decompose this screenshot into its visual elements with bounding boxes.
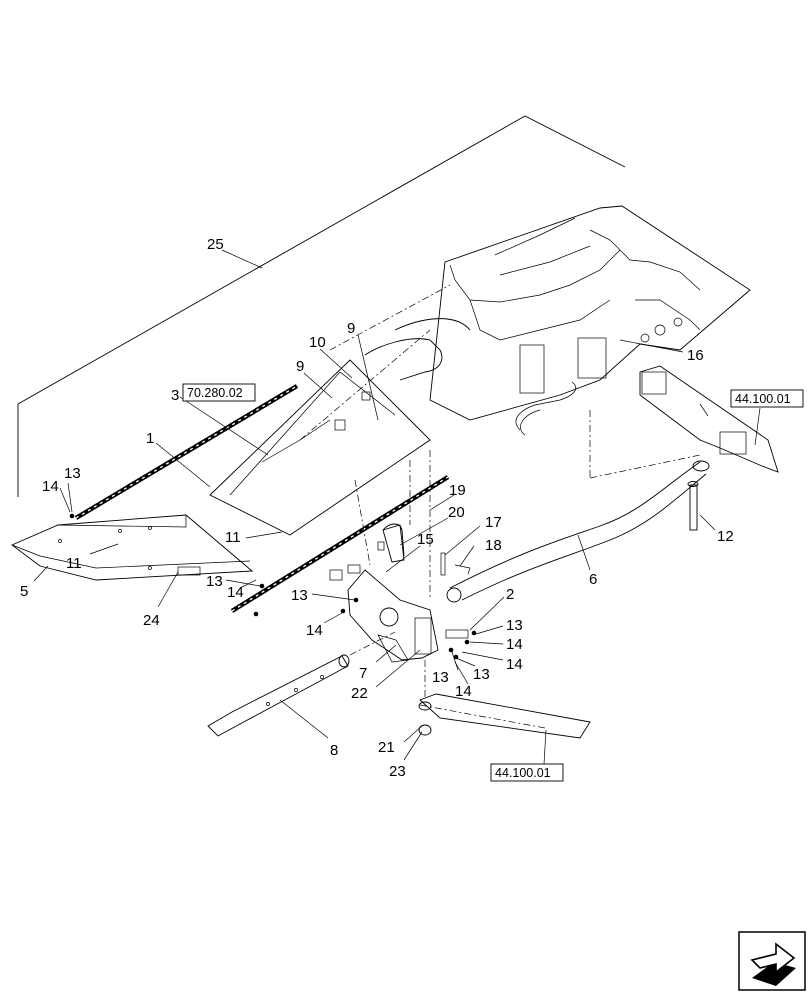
callout-13-left: 13 xyxy=(64,465,81,482)
callout-6: 6 xyxy=(589,571,597,588)
callout-20: 20 xyxy=(448,504,465,521)
svg-text:70.280.02: 70.280.02 xyxy=(187,386,243,400)
callout-1: 1 xyxy=(146,430,154,447)
callout-13-bracket: 13 xyxy=(291,587,308,604)
callout-10: 10 xyxy=(309,334,326,351)
svg-text:44.100.01: 44.100.01 xyxy=(495,766,551,780)
callout-8: 8 xyxy=(330,742,338,759)
callout-16: 16 xyxy=(687,347,704,364)
leader-lines xyxy=(33,334,761,765)
callout-23: 23 xyxy=(389,763,406,780)
callout-14-lower: 14 xyxy=(455,683,472,700)
jack-tube xyxy=(207,631,396,737)
callout-5: 5 xyxy=(20,583,28,600)
pin-12 xyxy=(687,481,699,531)
callout-22: 22 xyxy=(351,685,368,702)
callout-21: 21 xyxy=(378,739,395,756)
callout-labels: 25 3 1 10 9 9 13 14 11 11 5 13 14 24 13 … xyxy=(20,236,734,780)
jack-bracket xyxy=(329,524,469,663)
hardware xyxy=(354,450,471,600)
callout-19: 19 xyxy=(449,482,466,499)
callout-14-right-a: 14 xyxy=(506,636,523,653)
hitch-tube xyxy=(446,410,710,603)
tongue-extension-bottom xyxy=(418,660,591,739)
callout-18: 18 xyxy=(485,537,502,554)
callout-12: 12 xyxy=(717,528,734,545)
callout-14-bracket: 14 xyxy=(306,622,323,639)
callout-13-lower-a: 13 xyxy=(432,669,449,686)
callout-11-right: 11 xyxy=(225,529,241,546)
callout-24: 24 xyxy=(143,612,160,629)
main-frame xyxy=(429,205,751,436)
assembly-bracket-25 xyxy=(17,115,626,497)
slat-bars xyxy=(74,384,450,613)
callout-13-lower-b: 13 xyxy=(473,666,490,683)
reference-44-100-01-bottom[interactable]: 44.100.01 xyxy=(490,763,564,782)
shield-frame xyxy=(209,284,471,536)
callout-15: 15 xyxy=(417,531,434,548)
callout-13-right: 13 xyxy=(506,617,523,634)
callout-7: 7 xyxy=(359,665,367,682)
callout-17: 17 xyxy=(485,514,502,531)
svg-text:44.100.01: 44.100.01 xyxy=(735,392,791,406)
callout-14-left: 14 xyxy=(42,478,59,495)
tongue-extension-right xyxy=(639,365,779,473)
callout-2: 2 xyxy=(506,586,514,603)
shield-panel xyxy=(11,514,254,581)
next-page-arrow-icon[interactable] xyxy=(738,931,806,991)
callout-9-upper: 9 xyxy=(347,320,355,337)
callout-9-lower: 9 xyxy=(296,358,304,375)
callout-13-shield: 13 xyxy=(206,573,223,590)
callout-14-right-b: 14 xyxy=(506,656,523,673)
callout-25: 25 xyxy=(207,236,224,253)
callout-14-shield: 14 xyxy=(227,584,244,601)
reference-44-100-01-right[interactable]: 44.100.01 xyxy=(730,389,804,408)
callout-3: 3 xyxy=(171,387,179,404)
callout-11-left: 11 xyxy=(66,555,82,572)
reference-70-280-02[interactable]: 70.280.02 xyxy=(182,383,256,402)
